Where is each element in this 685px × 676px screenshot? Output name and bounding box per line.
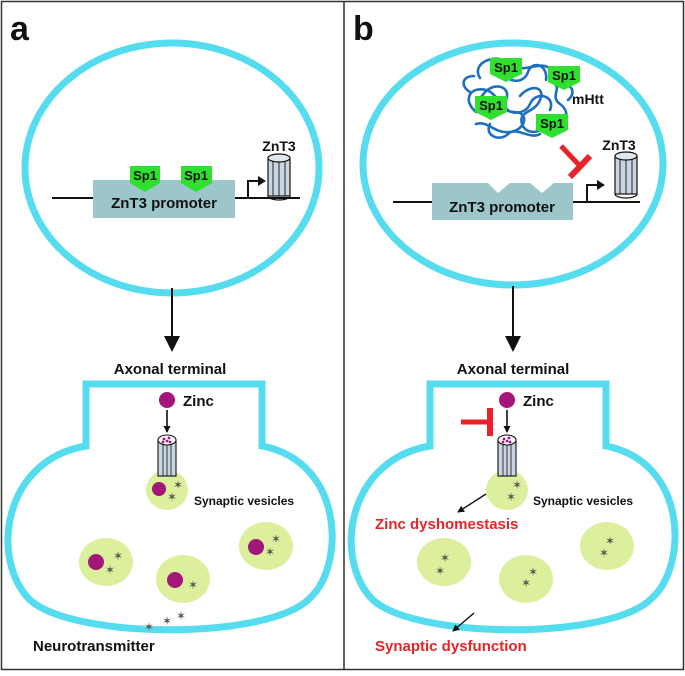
neurotransmitter-label-a: Neurotransmitter (33, 638, 155, 655)
t-bar-inhibition-icon-b2 (461, 408, 493, 436)
sp1-tag-a-left: Sp1 (130, 166, 160, 192)
svg-text:✶: ✶ (271, 532, 281, 546)
svg-text:✶: ✶ (265, 545, 275, 559)
zinc-ion-a (159, 392, 175, 408)
bent-arrow-icon-a (247, 176, 266, 198)
terminal-label-a: Axonal terminal (114, 361, 227, 378)
dyshomeostasis-arrow (457, 493, 487, 513)
vesicles-label-b: Synaptic vesicles (533, 494, 633, 508)
bent-arrow-icon-b (586, 180, 605, 202)
zinc-label-b: Zinc (523, 393, 554, 410)
vesicles-label-a: Synaptic vesicles (194, 494, 294, 508)
promoter-label-a: ZnT3 promoter (111, 195, 217, 212)
neurotransmitter-star-b2: ✶ (506, 490, 516, 504)
svg-text:Sp1: Sp1 (494, 60, 518, 75)
released-star-a3: ✶ (176, 609, 186, 623)
svg-text:Sp1: Sp1 (133, 168, 157, 183)
dysfunction-arrow (452, 612, 475, 632)
dysfunction-label: Synaptic dysfunction (375, 638, 527, 655)
released-star-a1: ✶ (144, 620, 154, 634)
svg-text:✶: ✶ (105, 563, 115, 577)
vesicle-a-3: ✶ (156, 555, 210, 603)
sp1-tag-b-4: Sp1 (536, 114, 568, 138)
mhtt-label: mHtt (572, 91, 604, 107)
neurotransmitter-star-b1: ✶ (512, 478, 522, 492)
neurotransmitter-star-a1: ✶ (173, 478, 183, 492)
terminal-label-b: Axonal terminal (457, 361, 570, 378)
zinc-ion-b (499, 392, 515, 408)
vesicle-a-2: ✶ ✶ (79, 538, 133, 586)
svg-text:Sp1: Sp1 (540, 116, 564, 131)
sp1-tag-b-2: Sp1 (548, 66, 580, 90)
cylinder-icon-b (614, 151, 638, 199)
vesicle-b-3: ✶ ✶ (499, 555, 553, 603)
sp1-tag-b-1: Sp1 (490, 58, 522, 82)
dyshomeostasis-label: Zinc dyshomestasis (375, 516, 518, 533)
vesicle-b-2: ✶ ✶ (417, 538, 471, 586)
cell-body-b (359, 39, 667, 289)
vesicle-b-4: ✶ ✶ (580, 522, 634, 570)
cylinder-icon-a (267, 153, 291, 201)
svg-text:✶: ✶ (440, 551, 450, 565)
panel-b-letter: b (353, 10, 374, 48)
panel-b: b Sp1 Sp1 Sp1 Sp1 mHt (347, 10, 679, 655)
svg-text:✶: ✶ (528, 565, 538, 579)
cylinder-icon-transporter-a (157, 434, 177, 477)
svg-text:✶: ✶ (605, 534, 615, 548)
vesicle-main-b (486, 470, 528, 510)
svg-text:✶: ✶ (521, 576, 531, 590)
released-star-a2: ✶ (162, 614, 172, 628)
vesicle-zinc-a (152, 482, 166, 496)
svg-text:✶: ✶ (435, 564, 445, 578)
zinc-label-a: Zinc (183, 393, 214, 410)
gene-label-a: ZnT3 (262, 138, 296, 154)
cylinder-icon-transporter-b (497, 434, 517, 477)
promoter-box-a (93, 180, 235, 218)
svg-text:Sp1: Sp1 (184, 168, 208, 183)
t-bar-inhibition-icon-b1 (559, 144, 593, 180)
svg-text:Sp1: Sp1 (552, 68, 576, 83)
panel-a: a ZnT3 promoter Sp1 Sp1 ZnT3 (4, 10, 336, 655)
svg-text:✶: ✶ (188, 578, 198, 592)
svg-text:✶: ✶ (113, 549, 123, 563)
sp1-tag-b-3: Sp1 (475, 96, 507, 120)
promoter-label-b: ZnT3 promoter (449, 199, 555, 216)
vesicle-a-4: ✶ ✶ (239, 522, 293, 570)
sp1-tag-a-right: Sp1 (181, 166, 212, 192)
svg-text:Sp1: Sp1 (479, 98, 503, 113)
neurotransmitter-star-a2: ✶ (167, 490, 177, 504)
svg-text:✶: ✶ (599, 546, 609, 560)
panel-a-letter: a (10, 10, 30, 48)
promoter-box-b (432, 183, 573, 220)
gene-label-b: ZnT3 (602, 137, 636, 153)
vesicle-main-a (146, 470, 188, 510)
